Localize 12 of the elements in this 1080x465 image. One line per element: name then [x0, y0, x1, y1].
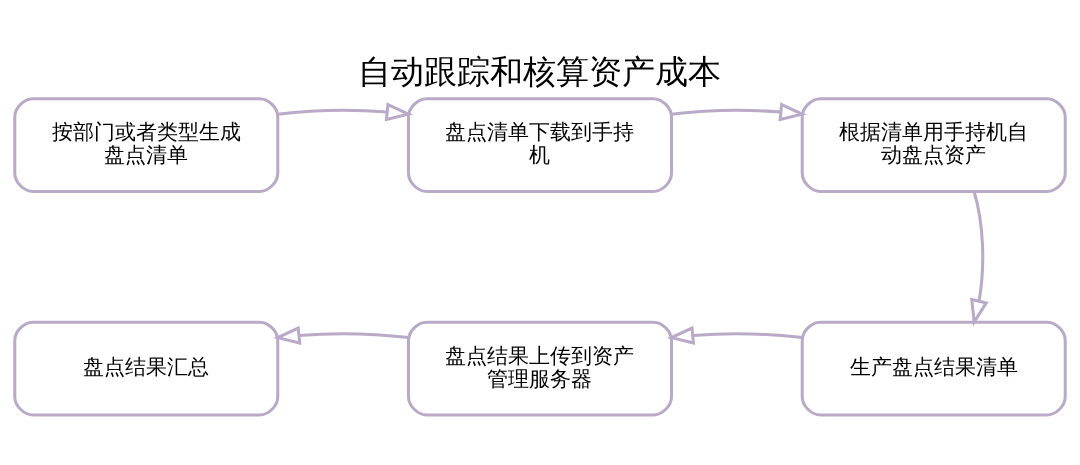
arrow — [970, 191, 989, 327]
arrow — [666, 325, 803, 345]
node-box: 按部门或者类型生成盘点清单 — [13, 97, 280, 193]
arrow — [671, 102, 807, 122]
node-box: 生产盘点结果清单 — [800, 320, 1067, 417]
node-box: 盘点清单下载到手持机 — [407, 97, 673, 193]
node-box: 盘点结果上传到资产管理服务器 — [407, 320, 673, 417]
diagram-title: 自动跟踪和核算资产成本 — [358, 51, 722, 91]
node-box: 根据清单用手持机自动盘点资产 — [800, 97, 1067, 193]
arrow — [273, 325, 409, 345]
arrow — [277, 102, 413, 122]
node-box: 盘点结果汇总 — [13, 320, 280, 417]
